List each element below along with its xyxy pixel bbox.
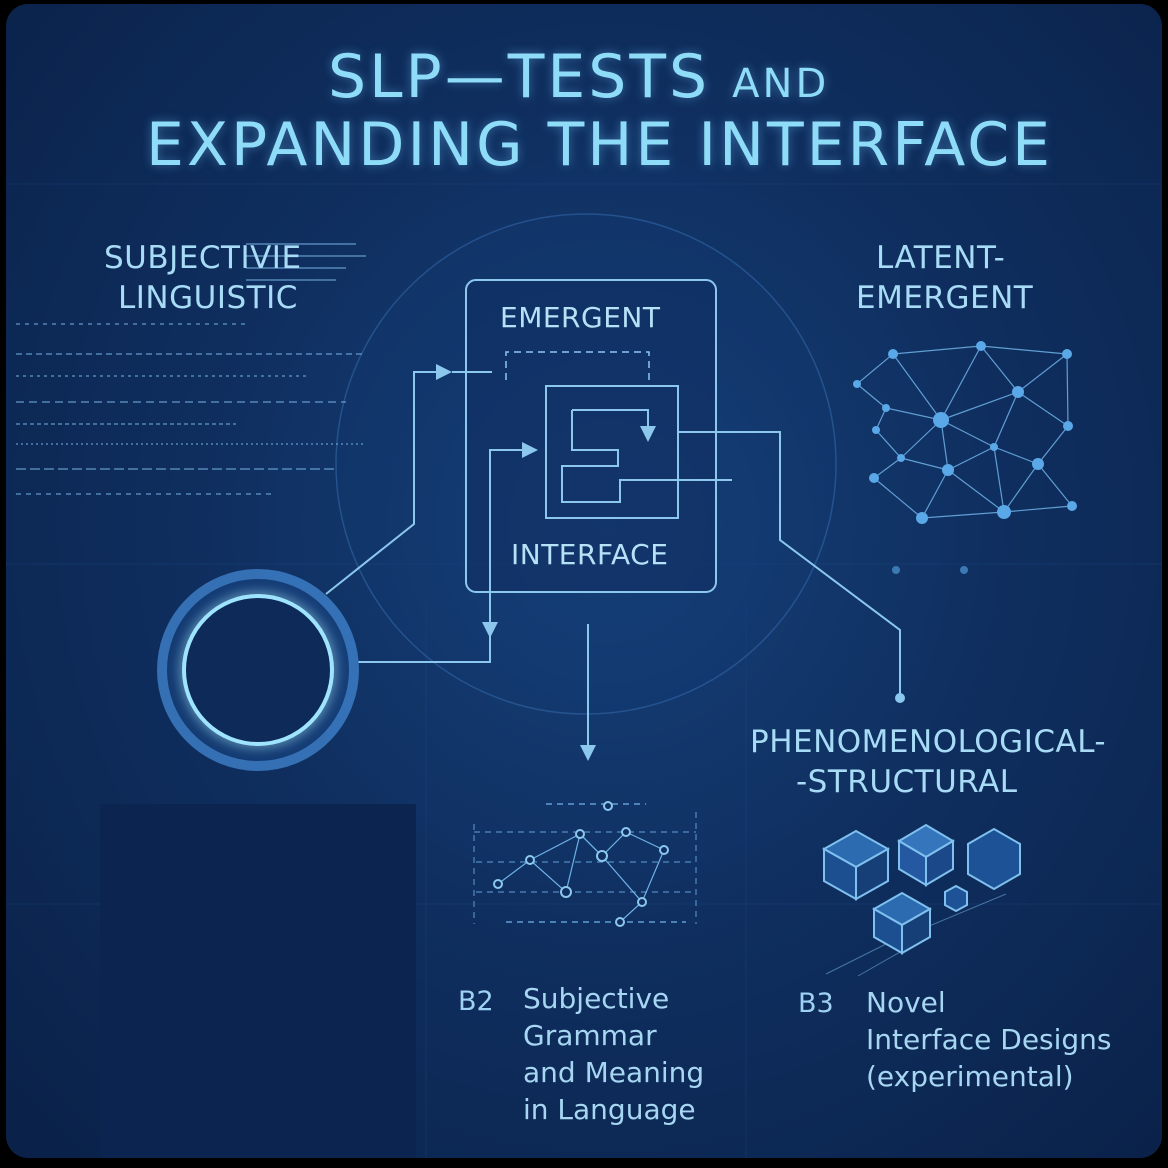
item-b2-line: in Language bbox=[523, 1093, 696, 1126]
item-b2-line: Grammar bbox=[523, 1019, 657, 1052]
item-b2-line: and Meaning bbox=[523, 1056, 705, 1089]
dark-panel bbox=[100, 804, 416, 1158]
label-structural: -STRUCTURAL bbox=[796, 764, 1018, 800]
label-subjective: SUBJECTIVIE bbox=[104, 240, 302, 276]
item-b2-text: Subjective Grammar and Meaning in Langua… bbox=[523, 980, 704, 1128]
grammar-chart-points bbox=[493, 801, 669, 927]
glowing-ring-node bbox=[157, 569, 359, 771]
label-emergent: EMERGENT bbox=[500, 301, 661, 334]
title-main: SLP—TESTS bbox=[328, 42, 711, 112]
item-b3-line: Interface Designs bbox=[866, 1023, 1112, 1056]
title-line-1: SLP—TESTS AND bbox=[328, 42, 829, 112]
inner-square bbox=[545, 385, 679, 519]
linguistic-text-texture bbox=[16, 243, 366, 495]
cube-3 bbox=[871, 891, 933, 955]
label-emergent-right: EMERGENT bbox=[856, 280, 1034, 316]
diagram-artwork bbox=[6, 183, 1162, 1158]
item-b3-text: Novel Interface Designs (experimental) bbox=[866, 984, 1112, 1095]
item-b3-line: Novel bbox=[866, 986, 946, 1019]
connector-end-dot bbox=[895, 693, 905, 703]
latent-network-graph bbox=[856, 345, 1073, 519]
latent-network-nodes bbox=[853, 341, 1077, 574]
emergent-interface-box bbox=[465, 279, 717, 593]
item-b3-code: B3 bbox=[798, 988, 834, 1019]
cube-1 bbox=[821, 829, 891, 901]
title-line-2: EXPANDING THE INTERFACE bbox=[146, 110, 1054, 180]
item-b2-line: Subjective bbox=[523, 982, 670, 1015]
hexagon-2 bbox=[944, 884, 968, 913]
dashed-frame bbox=[505, 351, 650, 380]
item-b2-code: B2 bbox=[458, 986, 494, 1017]
grammar-chart bbox=[473, 803, 697, 924]
cube-2 bbox=[897, 823, 955, 887]
label-linguistic: LINGUISTIC bbox=[118, 280, 298, 316]
label-latent: LATENT- bbox=[876, 240, 1006, 276]
connector-lines bbox=[325, 364, 901, 761]
label-interface: INTERFACE bbox=[511, 538, 669, 571]
item-b3-line: (experimental) bbox=[866, 1060, 1074, 1093]
structural-cubes bbox=[821, 823, 1021, 977]
label-phenomenological: PHENOMENOLOGICAL- bbox=[750, 724, 1107, 760]
hexagon-1 bbox=[967, 827, 1021, 891]
title-small: AND bbox=[732, 61, 830, 107]
diagram-canvas: SLP—TESTS AND EXPANDING THE INTERFACE SU… bbox=[6, 4, 1162, 1158]
